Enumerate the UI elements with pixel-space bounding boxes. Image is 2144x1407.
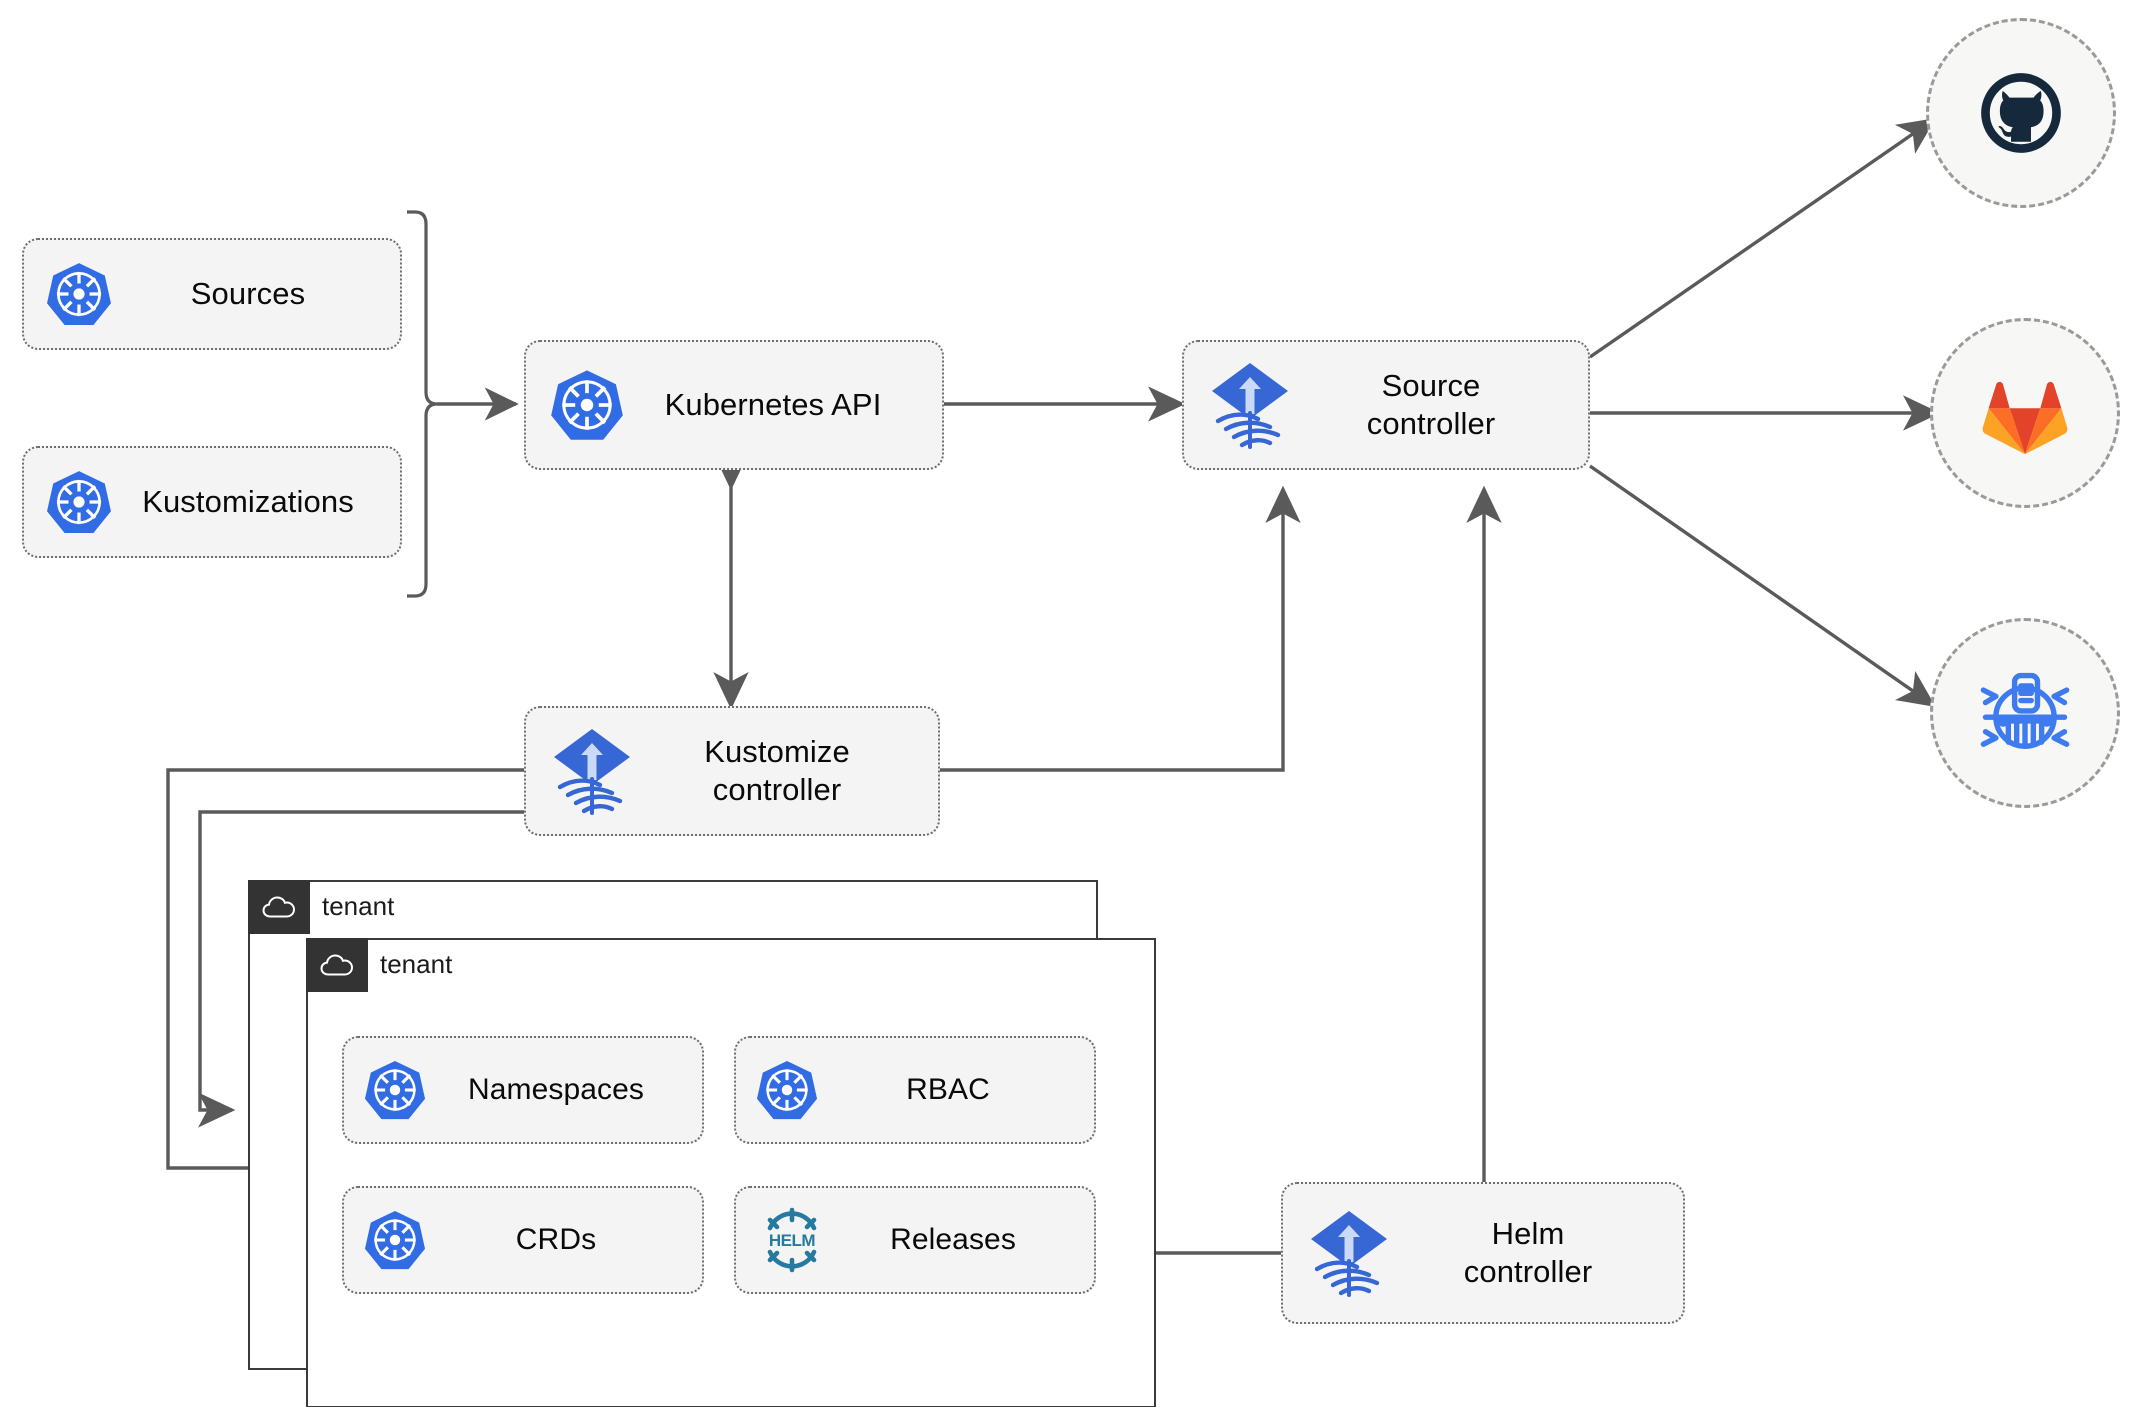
node-rbac[interactable]: RBAC	[734, 1036, 1096, 1144]
svg-text:HELM: HELM	[769, 1231, 816, 1250]
node-label: Kubernetes API	[664, 387, 882, 423]
group-bracket	[407, 210, 438, 598]
kubernetes-icon	[550, 368, 624, 442]
node-helm-controller[interactable]: Helm controller	[1281, 1182, 1685, 1324]
node-sources[interactable]: Sources	[22, 238, 402, 350]
node-releases[interactable]: HELM Releases	[734, 1186, 1096, 1294]
node-label: Helm controller	[1463, 1216, 1593, 1289]
node-label: Source controller	[1366, 368, 1496, 441]
provider-registry[interactable]	[1930, 618, 2120, 808]
node-label: Sources	[190, 276, 306, 312]
node-label: CRDs	[515, 1222, 597, 1256]
node-label: Releases	[890, 1222, 1016, 1256]
cloud-icon	[305, 937, 368, 992]
node-kustomizations[interactable]: Kustomizations	[22, 446, 402, 558]
node-label: Kustomize controller	[704, 734, 850, 807]
provider-github[interactable]	[1926, 18, 2116, 208]
kubernetes-icon	[364, 1059, 426, 1121]
flux-icon	[1206, 359, 1294, 451]
gitlab-icon	[1977, 368, 2073, 458]
node-label: Namespaces	[467, 1072, 645, 1106]
kubernetes-icon	[46, 469, 112, 535]
node-label: Kustomizations	[142, 484, 354, 520]
tenant-label-inner: tenant	[380, 949, 453, 979]
kubernetes-icon	[364, 1209, 426, 1271]
edge-sourcecontroller-github	[1589, 118, 1936, 359]
flux-icon	[548, 725, 636, 817]
edge-kustomizecontroller-sourcecontroller	[940, 485, 1301, 772]
helm-icon: HELM	[756, 1204, 828, 1276]
node-label: RBAC	[906, 1072, 990, 1106]
edge-sourcecontroller-registry	[1589, 464, 1936, 707]
kubernetes-icon	[46, 261, 112, 327]
cloud-icon	[247, 879, 310, 934]
flux-icon	[1305, 1207, 1393, 1299]
node-kustomize-controller[interactable]: Kustomize controller	[524, 706, 940, 836]
kubernetes-icon	[756, 1059, 818, 1121]
node-crds[interactable]: CRDs	[342, 1186, 704, 1294]
tenant-label-outer: tenant	[322, 891, 395, 921]
node-kubernetes-api[interactable]: Kubernetes API	[524, 340, 944, 470]
container-registry-icon	[1973, 661, 2077, 765]
node-source-controller[interactable]: Source controller	[1182, 340, 1590, 470]
provider-gitlab[interactable]	[1930, 318, 2120, 508]
tenant-container-inner: tenant	[305, 937, 1156, 1407]
node-namespaces[interactable]: Namespaces	[342, 1036, 704, 1144]
github-icon	[1973, 65, 2069, 161]
